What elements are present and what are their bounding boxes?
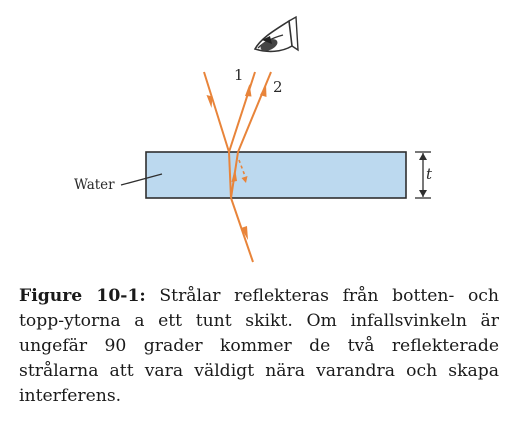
thin-film-diagram: 1 2 Water t: [74, 15, 433, 263]
transmitted-ray: [230, 197, 254, 263]
internal-reflected-ray-arrow: [231, 168, 237, 182]
incident-ray-arrow: [206, 95, 213, 108]
reflected-ray-2-arrow: [260, 84, 267, 97]
water-layer: [145, 151, 407, 199]
water-pointer: [120, 173, 163, 186]
ray-label-1: 1: [234, 66, 244, 84]
eye-icon: [253, 15, 299, 53]
refracted-ray-down: [228, 151, 232, 199]
reflected-ray-1-arrow: [245, 84, 252, 97]
dashed-reflection-arrow: [241, 176, 248, 183]
thickness-label: t: [426, 165, 433, 183]
figure-caption: Figure 10-1: Strålar reflekteras från bo…: [19, 284, 499, 409]
transmitted-ray-arrow: [241, 226, 248, 240]
caption-text: Strålar reflekteras från botten- och top…: [19, 286, 499, 406]
dashed-reflection: [238, 159, 246, 177]
reflected-ray-1: [228, 71, 256, 153]
ray-label-2: 2: [273, 78, 283, 96]
incident-ray: [203, 71, 230, 153]
caption-label: Figure 10-1:: [19, 286, 146, 306]
thickness-dimension: [415, 151, 431, 199]
water-label: Water: [74, 177, 115, 193]
